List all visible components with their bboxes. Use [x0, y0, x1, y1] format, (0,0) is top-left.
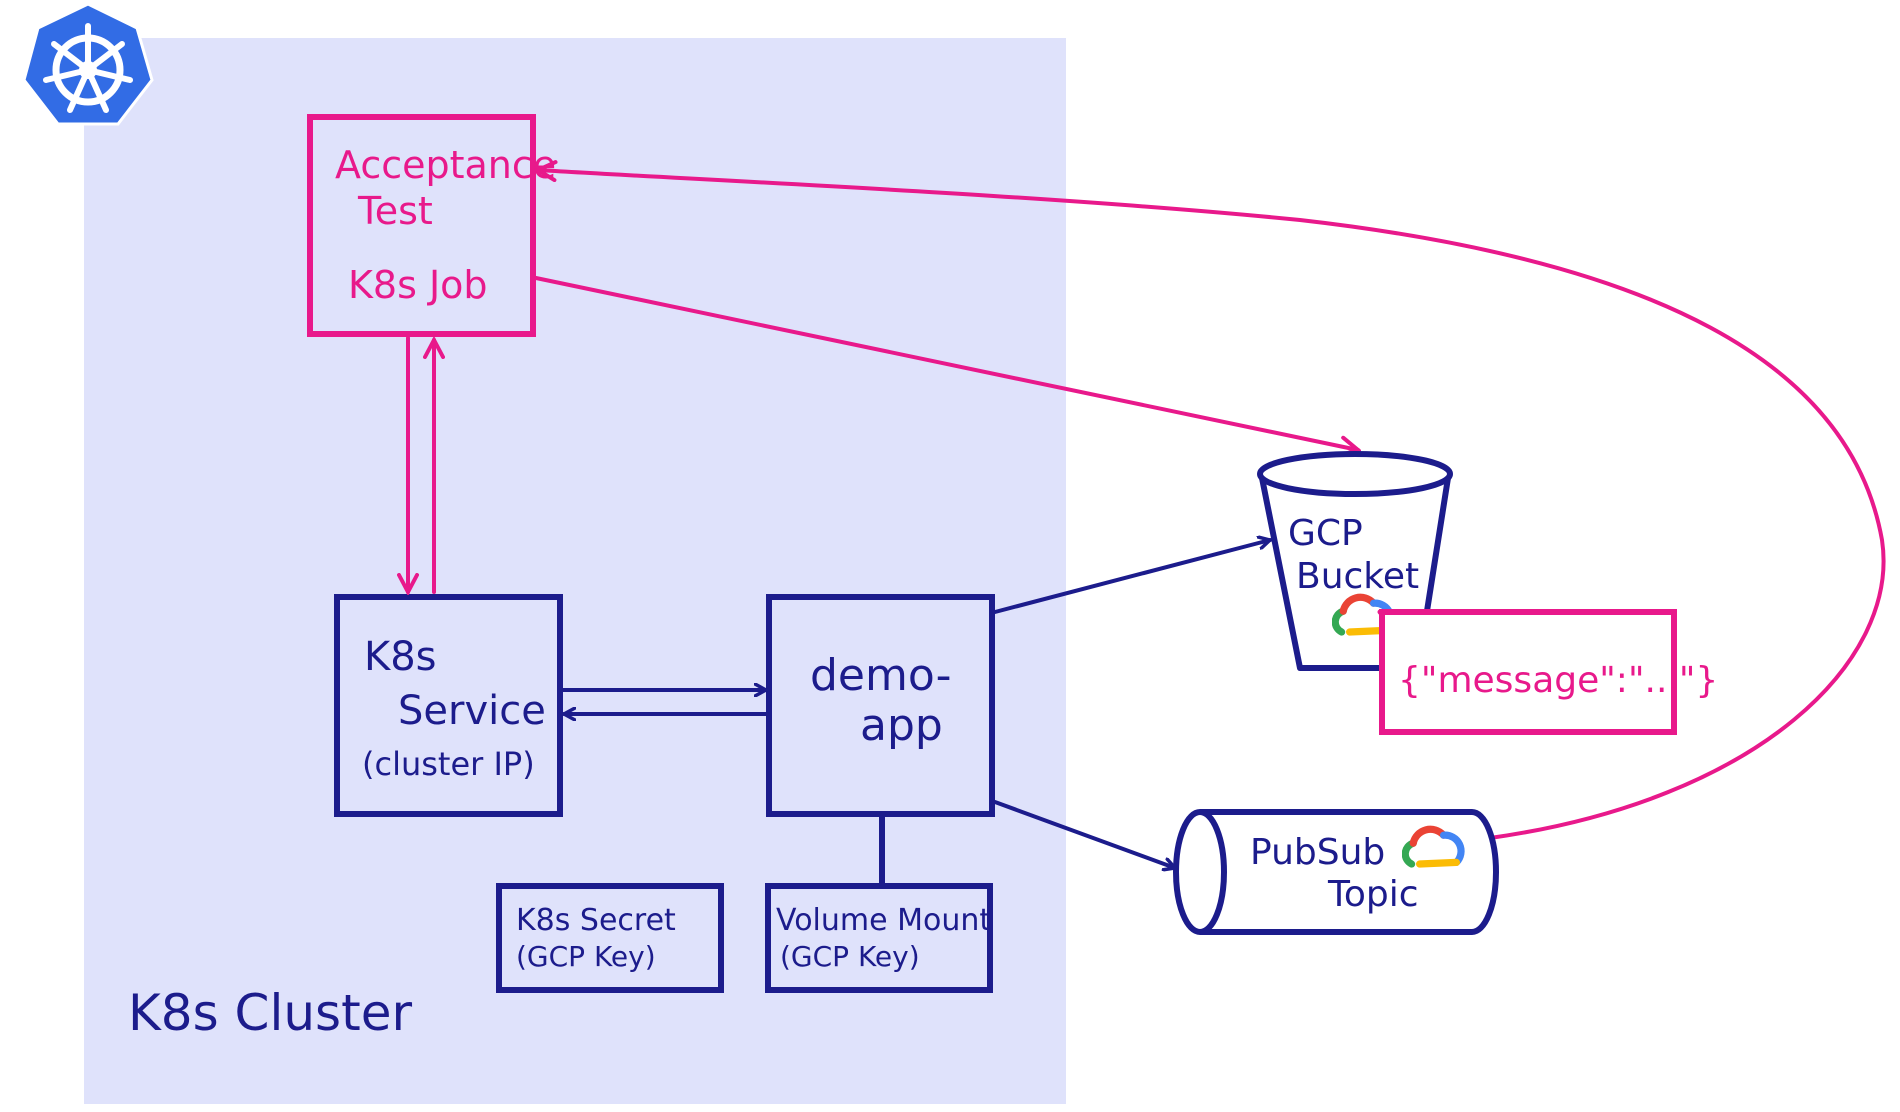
pubsub-topic: PubSub Topic [1173, 809, 1499, 935]
message-callout: {"message":"..."} [1377, 609, 1718, 735]
k8s-cluster-region [84, 38, 1066, 1104]
demo-app-title: demo- [810, 650, 951, 701]
arrow-test-to-bucket [534, 276, 1358, 450]
k8s-secret-subtitle: (GCP Key) [516, 940, 656, 973]
volume-mount-subtitle: (GCP Key) [780, 940, 920, 973]
k8s-service-type: (cluster IP) [362, 745, 535, 783]
acceptance-test-subtitle: Test [357, 189, 433, 233]
k8s-service-subtitle: Service [398, 688, 546, 734]
acceptance-test-title: Acceptance [335, 143, 556, 187]
arrow-app-to-bucket [993, 540, 1270, 614]
gcp-bucket-title: GCP [1288, 513, 1363, 554]
k8s-cluster-label: K8s Cluster [128, 984, 412, 1042]
message-text: {"message":"..."} [1398, 660, 1718, 701]
acceptance-test-job-label: K8s Job [348, 263, 488, 307]
pubsub-subtitle: Topic [1327, 874, 1419, 915]
pubsub-title: PubSub [1250, 832, 1385, 873]
volume-mount-title: Volume Mount [776, 903, 991, 938]
demo-app-subtitle: app [860, 700, 943, 751]
gcp-bucket-subtitle: Bucket [1296, 556, 1419, 597]
k8s-secret-box: K8s Secret (GCP Key) [496, 883, 724, 993]
k8s-service-title: K8s [364, 634, 437, 680]
demo-app-box: demo- app [766, 594, 995, 817]
volume-mount-box: Volume Mount (GCP Key) [765, 883, 993, 993]
k8s-service-box: K8s Service (cluster IP) [334, 594, 563, 817]
k8s-secret-title: K8s Secret [516, 903, 676, 938]
arrow-app-to-pubsub [993, 800, 1175, 868]
arrow-pubsub-to-test [538, 170, 1886, 840]
acceptance-test-box: Acceptance Test K8s Job [307, 114, 556, 337]
kubernetes-wheel-icon [22, 2, 154, 126]
